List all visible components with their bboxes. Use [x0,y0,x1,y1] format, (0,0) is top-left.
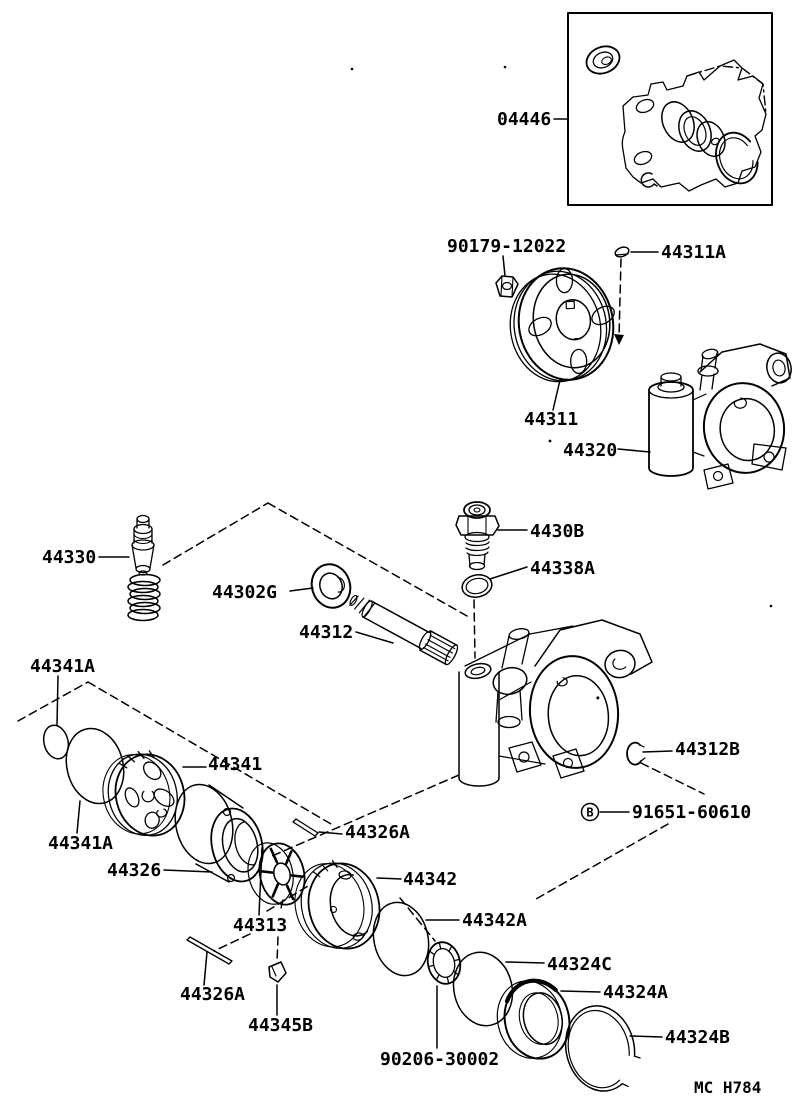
part-label-shaft-snap-ring: 44312B [675,739,740,760]
bearing-drawing [310,563,352,609]
part-labels: 04446 90179-12022 44311A 44311 44320 443… [30,109,751,1070]
leader-lines [56,118,673,1049]
part-label-pulley-nut: 90179-12022 [447,236,566,257]
part-label-cam-ring: 44326 [107,860,161,881]
oring-c-drawing [452,951,514,1027]
front-housing-drawing [458,619,653,787]
rear-oring-drawing [372,901,430,977]
pin-upper-drawing [292,818,319,837]
shaft-drawing [349,594,459,666]
flow-control-valve-drawing [127,514,161,622]
key-arrowhead [614,334,624,345]
part-label-body-bolt: 91651-60610 [632,802,751,823]
scan-specks [350,65,773,608]
shaft-snap-ring-drawing [626,741,646,766]
part-label-rear-snap-ring: 44324B [665,1027,730,1048]
part-label-flow-control-valve: 44330 [42,547,96,568]
pulley-key-drawing [614,246,630,258]
pin-lower-drawing [186,936,233,965]
union-bolt-drawing [455,501,500,571]
key-woodruff-drawing [268,961,287,983]
part-label-shaft: 44312 [299,622,353,643]
gasket-kit-drawing [567,12,773,206]
part-label-seal-spacer: 44324A [603,982,668,1003]
part-label-pulley: 44311 [524,409,578,430]
part-label-bearing: 44302G [212,582,277,603]
part-label-front-plate: 44341 [208,754,262,775]
part-label-union: 4430B [530,521,584,542]
union-oring-drawing [461,574,493,598]
part-label-wave-washer: 90206-30002 [380,1049,499,1070]
part-label-kit: 04446 [497,109,551,130]
rotor-drawing [247,842,306,906]
part-label-pin-lower: 44326A [180,984,245,1005]
assembly-axis-lines [17,258,705,963]
part-label-oring-large: 44341A [48,833,113,854]
oring-large-drawing [65,727,125,805]
part-label-oring-small: 44341A [30,656,95,677]
front-plate-drawing [102,750,186,837]
part-label-rear-plate: 44342 [403,869,457,890]
part-label-key-woodruff: 44345B [248,1015,313,1036]
cam-ring-drawing [174,783,264,883]
rear-snap-ring-drawing [564,1005,641,1092]
part-label-rotor: 44313 [233,915,287,936]
part-label-pin-upper: 44326A [345,822,410,843]
part-label-oring-c: 44324C [547,954,612,975]
pulley-drawing [509,267,615,383]
pump-rear-body-drawing [648,343,792,490]
diagram-code: MC H784 [694,1078,761,1097]
oring-small-drawing [42,724,70,760]
part-label-union-oring: 44338A [530,558,595,579]
part-label-pump-rear-body: 44320 [563,440,617,461]
part-label-rear-oring: 44342A [462,910,527,931]
pulley-nut-drawing [495,275,519,298]
rear-plate-drawing [294,859,381,950]
wave-washer-drawing [426,941,462,985]
bolt-marker-letter: B [586,806,593,820]
part-label-pulley-key: 44311A [661,242,726,263]
seal-spacer-drawing [496,978,571,1060]
bolt-marker: B [580,802,600,822]
valve-spring-drawing [127,573,161,622]
